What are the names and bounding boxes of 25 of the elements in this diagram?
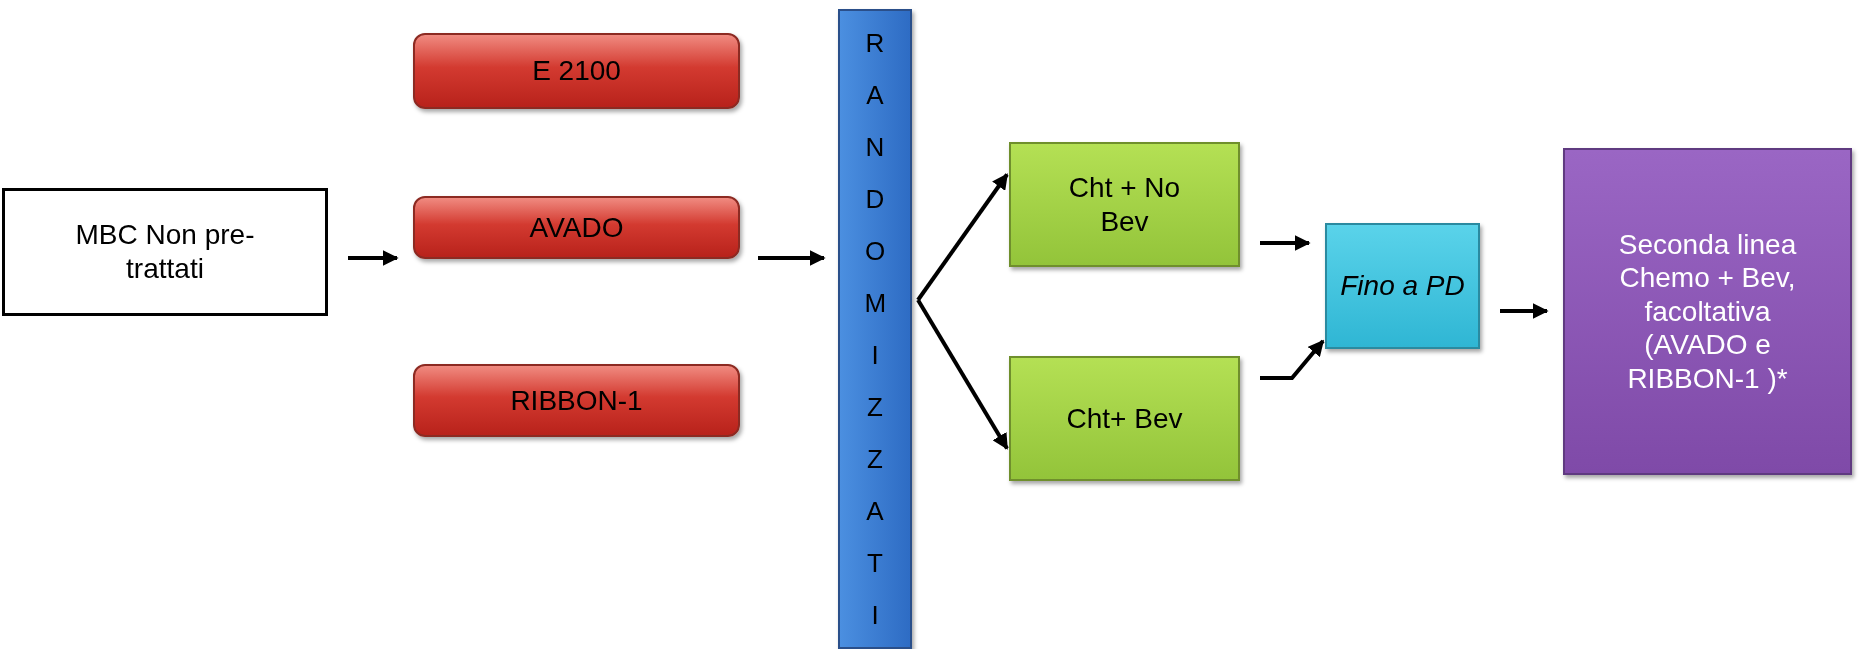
node-label: Seconda linea Chemo + Bev, facoltativa (AVADO e RIBBON-1 )* — [1617, 227, 1798, 396]
arrow — [758, 250, 826, 266]
node-label: Fino a PD — [1340, 269, 1465, 303]
node-label: E 2100 — [532, 54, 621, 88]
arrow — [348, 250, 399, 266]
node-label: AVADO — [529, 210, 624, 245]
process-box — [1325, 223, 1480, 349]
arrow — [1260, 339, 1325, 380]
arrow — [916, 173, 1009, 302]
arrow — [1500, 303, 1549, 319]
node-label: Cht + No Bev — [1067, 170, 1182, 239]
randomization-bar — [838, 9, 912, 649]
study-box — [413, 364, 740, 437]
arrow — [916, 298, 1009, 450]
start-box — [2, 188, 328, 316]
study-box — [413, 33, 740, 109]
node-label: Cht+ Bev — [1065, 401, 1184, 436]
outcome-box — [1563, 148, 1852, 475]
node-label: RANDOMIZZATI — [864, 27, 886, 632]
treatment-box — [1009, 356, 1240, 481]
arrow — [1260, 235, 1311, 251]
node-label: RIBBON-1 — [510, 383, 643, 418]
treatment-box — [1009, 142, 1240, 267]
study-box — [413, 196, 740, 259]
node-label: MBC Non pre-trattati — [74, 218, 256, 286]
